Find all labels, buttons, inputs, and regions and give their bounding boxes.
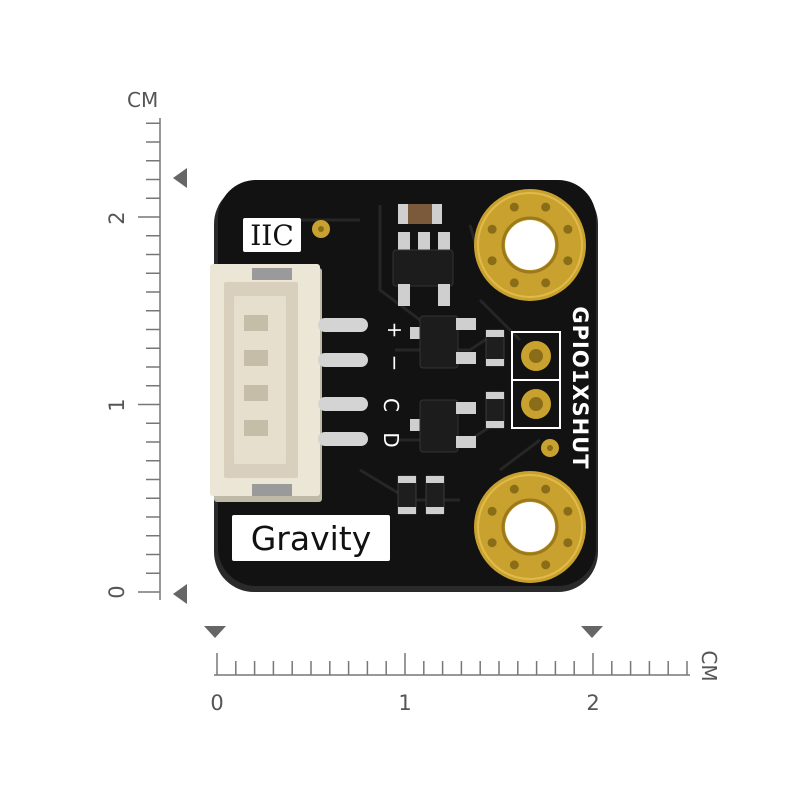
mounting-hole-top [474,189,586,301]
ring-via [509,202,519,212]
resistor-bottom-right [425,475,445,515]
gravity-label-box [232,515,390,561]
transistor-lower [410,399,476,453]
bottom-edge-marker [173,584,187,604]
vertical-label-0: 0 [105,585,129,598]
iic-label-box [243,218,301,252]
horizontal-label-1: 1 [398,691,411,715]
connector-pin-slot [244,385,268,401]
transistor-upper [410,315,476,369]
ring-via [541,278,551,288]
gravity-connector [210,264,322,502]
resistor-bottom-left [397,475,417,515]
resistor-lower [485,391,505,429]
voltage-regulator [392,232,454,306]
pin-label-plus: + [383,322,407,339]
connector-leads [318,318,368,446]
iic-label: IIC [250,219,294,252]
lead-minus [318,353,368,367]
vertical-scale-ticks [138,122,160,593]
ring-via [563,224,573,234]
ring-via [541,202,551,212]
ring-via [487,224,497,234]
ring-via [487,506,497,516]
horizontal-label-2: 2 [586,691,599,715]
via-hole [318,226,324,232]
gravity-label: Gravity [251,519,372,558]
horizontal-scale-ticks [216,653,688,675]
connector-pin-slot [244,315,268,331]
mounting-hole-bottom [474,471,586,583]
mounting-hole-bottom-vias [487,484,573,570]
xshut-pad [521,389,551,419]
vertical-scale: CM 2 1 0 [105,88,187,604]
connector-top-latch [252,268,292,280]
small-via-hole [547,445,553,451]
top-edge-marker [173,168,187,188]
ring-via [541,484,551,494]
left-edge-marker [204,626,226,638]
ring-via [563,538,573,548]
vertical-label-1: 1 [105,398,129,411]
connector-bottom-latch [252,484,292,496]
sensor-board: IIC + − C D Gravi [210,180,598,592]
ring-via [509,560,519,570]
pin-label-minus: − [383,355,407,372]
horizontal-label-0: 0 [210,691,223,715]
right-edge-marker [581,626,603,638]
ring-via [563,256,573,266]
gpio-pad [521,341,551,371]
lead-c [318,397,368,411]
ring-via [563,506,573,516]
ring-via [487,538,497,548]
ring-via [509,484,519,494]
pin-label-d: D [379,432,403,447]
vertical-unit-label: CM [127,88,158,112]
top-capacitor [398,204,442,224]
connector-pin-slot [244,350,268,366]
vertical-label-2: 2 [105,211,129,224]
ring-via [487,256,497,266]
horizontal-unit-label: CM [697,650,721,681]
ring-via [509,278,519,288]
pin-label-c: C [379,398,403,412]
horizontal-scale: 0 1 2 CM [204,626,721,715]
connector-pin-slot [244,420,268,436]
resistor-upper [485,329,505,367]
lead-plus [318,318,368,332]
gpio-xshut-label: GPIO1XSHUT [568,306,592,469]
mounting-hole-top-vias [487,202,573,288]
lead-d [318,432,368,446]
ring-via [541,560,551,570]
